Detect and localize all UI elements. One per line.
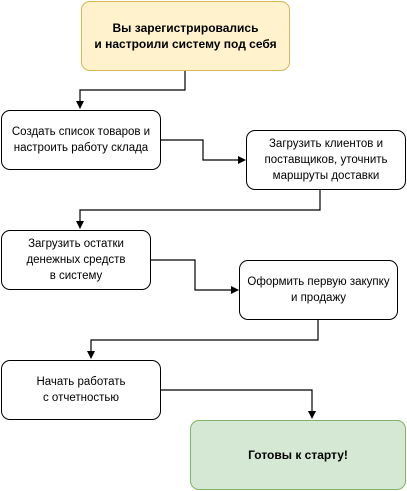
edge-start-to-products — [76, 70, 186, 109]
edge-products-to-clients — [161, 139, 246, 164]
edge-reporting-to-finish — [161, 389, 316, 419]
node-start: Вы зарегистрировались и настроили систем… — [81, 1, 290, 71]
node-products: Создать список товаров и настроить работ… — [1, 110, 161, 170]
node-finish: Готовы к старту! — [190, 420, 406, 490]
node-reporting: Начать работать с отчетностью — [1, 360, 161, 420]
edge-balances-to-purchase — [151, 259, 239, 294]
node-purchase: Оформить первую закупку и продажу — [239, 260, 398, 320]
node-clients: Загрузить клиентов и поставщиков, уточни… — [246, 130, 406, 190]
edge-clients-to-balances — [76, 190, 321, 229]
node-balances: Загрузить остатки денежных средств в сис… — [1, 230, 151, 290]
edge-purchase-to-reporting — [87, 320, 319, 359]
